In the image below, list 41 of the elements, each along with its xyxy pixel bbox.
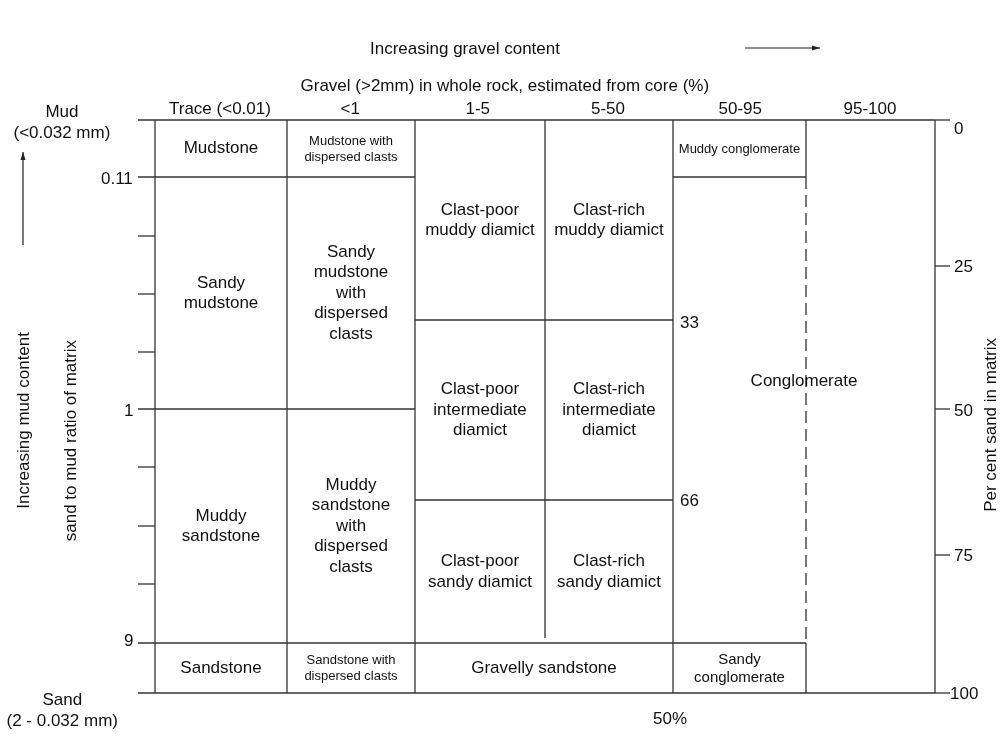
rock-class-name: Sandstone	[180, 657, 262, 679]
tick-label: 75	[954, 544, 973, 566]
rock-class-name: Clast-poor muddy diamict	[425, 199, 535, 241]
tick-label: 9	[124, 629, 134, 651]
rock-class-name: Sandy conglomerate	[693, 650, 786, 686]
rock-class-name: Clast-rich sandy diamict	[556, 551, 662, 592]
column-header: Trace (<0.01)	[169, 97, 271, 119]
rock-class-name: Clast-poor sandy diamict	[427, 551, 533, 592]
rock-class-name: Sandy mudstone with dispersed clasts	[312, 242, 390, 344]
boundary-value: 66	[680, 489, 699, 511]
boundary-value: 50%	[653, 707, 688, 729]
column-header: 50-95	[718, 97, 762, 119]
rock-class-name: Muddy sandstone with dispersed clasts	[310, 475, 392, 577]
rock-class-name: Gravelly sandstone	[471, 657, 617, 679]
column-header: 95-100	[843, 97, 897, 119]
axis-title: sand to mud ratio of matrix	[59, 339, 81, 541]
boundary-value: 33	[680, 311, 699, 333]
end-member-label: Sand (2 - 0.032 mm)	[6, 688, 118, 731]
rock-class-name: Clast-rich intermediate diamict	[561, 379, 657, 441]
axis-title: Per cent sand in matrix	[979, 338, 1001, 512]
rock-class-name: Muddy sandstone	[180, 505, 262, 547]
rock-class-name: Clast-rich muddy diamict	[554, 199, 664, 241]
end-member-label: Mud (<0.032 mm)	[13, 100, 111, 143]
rock-class-name: Sandy mudstone	[182, 272, 260, 314]
tick-label: 25	[954, 255, 973, 277]
rock-class-name: Clast-poor intermediate diamict	[432, 379, 528, 441]
axis-title: Increasing mud content	[12, 331, 34, 509]
rock-class-name: Mudstone	[183, 138, 259, 159]
rock-class-name: Sandstone with dispersed clasts	[303, 652, 399, 684]
tick-label: 0	[954, 117, 964, 139]
rock-class-name: Muddy conglomerate	[678, 140, 801, 157]
tick-label: 0.11	[101, 167, 133, 189]
tick-label: 100	[950, 682, 979, 704]
column-header: 1-5	[465, 97, 491, 119]
rock-class-name: Mudstone with dispersed clasts	[303, 132, 399, 165]
tick-label: 50	[954, 399, 973, 421]
axis-title: Increasing gravel content	[370, 37, 560, 59]
axis-title: Gravel (>2mm) in whole rock, estimated from core (%)	[300, 74, 710, 96]
column-header: <1	[340, 97, 360, 119]
column-header: 5-50	[591, 97, 626, 119]
tick-label: 1	[124, 399, 134, 421]
